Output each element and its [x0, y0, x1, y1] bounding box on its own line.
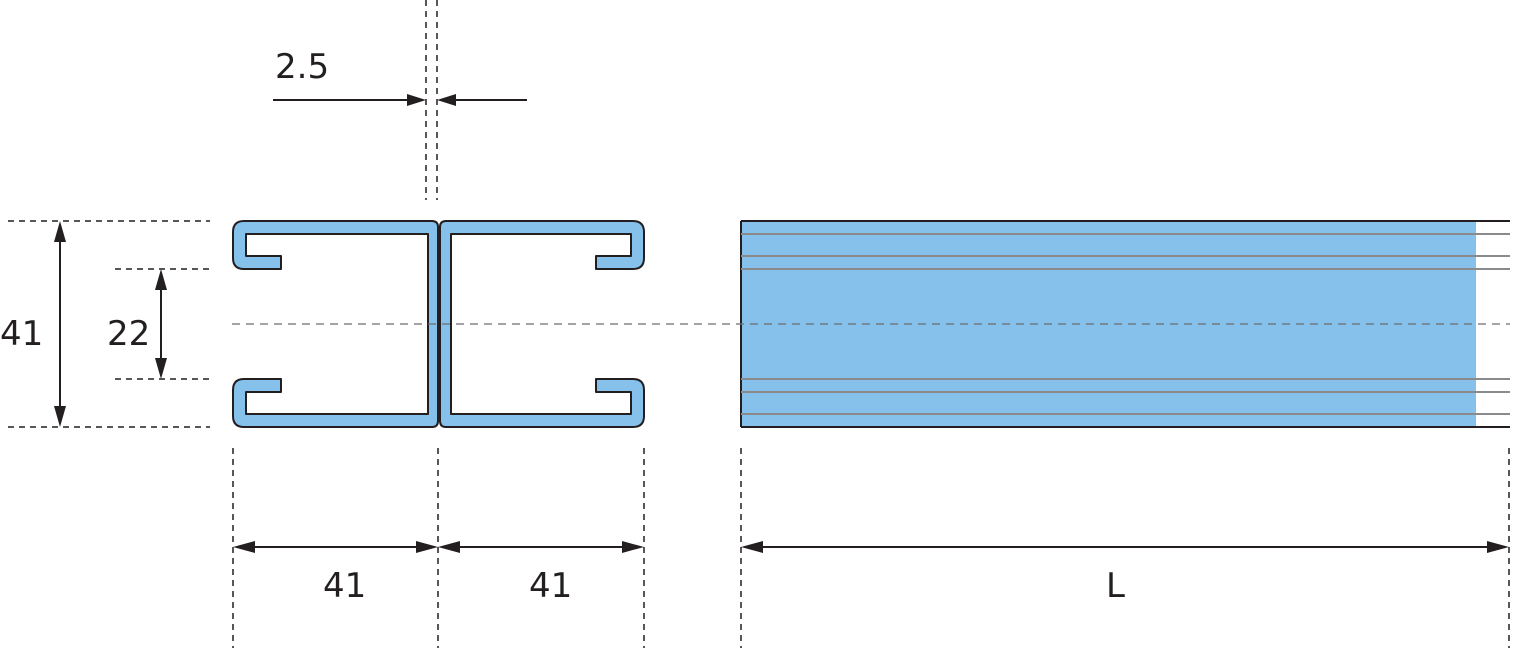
slot-opening-label: 22	[107, 314, 150, 354]
thickness-label: 2.5	[275, 47, 329, 87]
left-channel-profile	[232, 220, 439, 428]
width-right-label: 41	[529, 566, 572, 606]
thickness-extension-lines	[425, 0, 438, 200]
height-dimension: 41	[0, 221, 66, 427]
slot-opening-dimension: 22	[107, 269, 167, 379]
width-left-dimension: 41	[233, 541, 438, 606]
height-extension-lines	[8, 220, 210, 428]
width-extension-lines	[232, 448, 1510, 648]
right-channel-profile	[439, 220, 645, 428]
thickness-dimension: 2.5	[273, 47, 527, 106]
width-right-dimension: 41	[438, 541, 644, 606]
length-dimension: L	[741, 541, 1509, 606]
length-label: L	[1106, 566, 1125, 606]
height-label: 41	[0, 314, 43, 354]
width-left-label: 41	[323, 566, 366, 606]
